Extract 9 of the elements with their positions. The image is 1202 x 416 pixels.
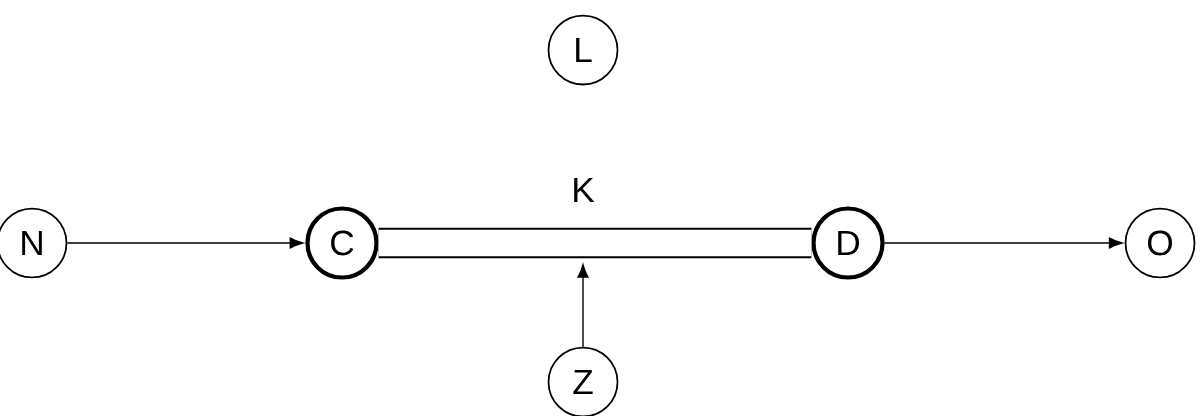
arrow <box>66 237 304 249</box>
circle-node: O <box>1124 207 1196 279</box>
circle-node: D <box>811 206 885 280</box>
circle-node: C <box>305 206 379 280</box>
edge-label: K <box>567 174 599 206</box>
connector-band <box>378 227 812 259</box>
arrow <box>577 264 589 348</box>
arrow <box>883 237 1123 249</box>
circle-node: L <box>547 14 619 86</box>
